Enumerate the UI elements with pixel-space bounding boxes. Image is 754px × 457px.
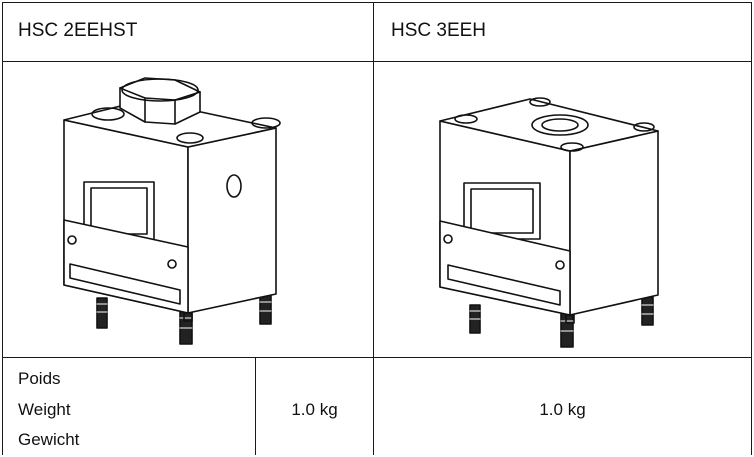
hsc-2eehst-cylinder-drawing bbox=[63, 77, 281, 345]
table-border-top bbox=[2, 2, 752, 3]
table-border-right bbox=[751, 2, 752, 455]
weight-value-hsc-3eeh: 1.0 kg bbox=[539, 400, 586, 419]
weight-value-hsc-2eehst: 1.0 kg bbox=[291, 400, 338, 419]
column-header-hsc-3eeh: HSC 3EEH bbox=[391, 20, 487, 41]
weight-label-fr: Poids bbox=[18, 369, 61, 388]
weight-label-de: Gewicht bbox=[18, 430, 80, 449]
table-border-left bbox=[2, 2, 3, 455]
weight-label-en: Weight bbox=[18, 400, 71, 419]
column-divider bbox=[373, 2, 374, 455]
header-divider bbox=[2, 61, 752, 62]
column-header-hsc-2eehst: HSC 2EEHST bbox=[18, 20, 138, 41]
drawing-divider bbox=[2, 357, 752, 358]
hsc-3eeh-cylinder-drawing bbox=[439, 97, 659, 348]
label-value-divider bbox=[255, 357, 256, 455]
